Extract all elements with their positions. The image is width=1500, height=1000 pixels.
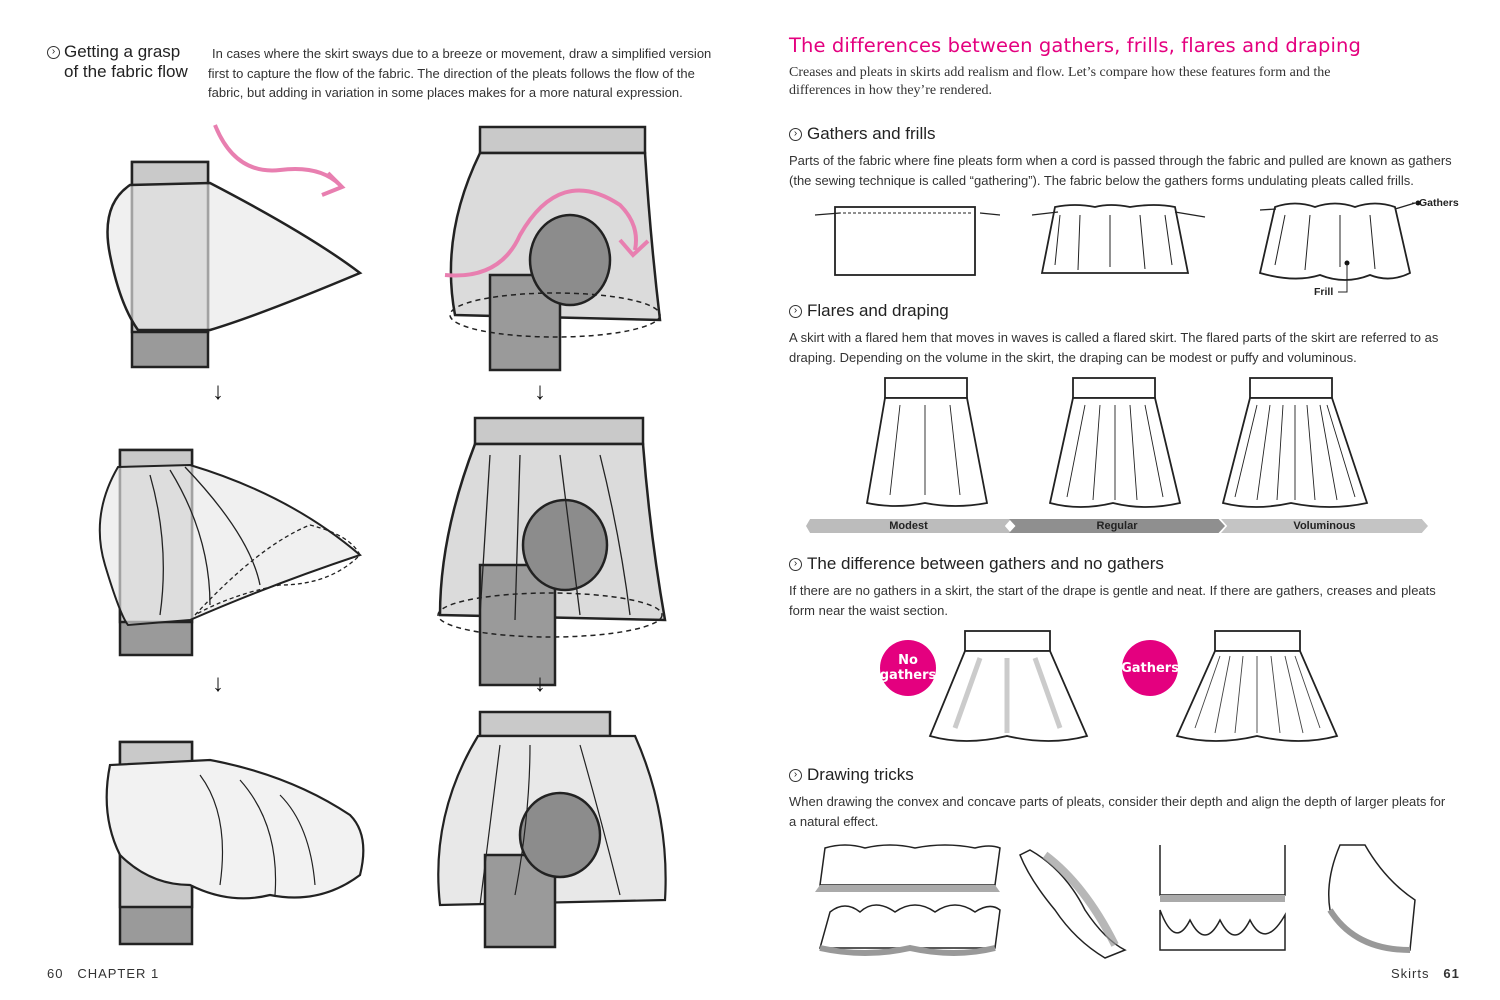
left-intro-line3: fabric, but adding in variation in some … <box>208 85 683 100</box>
tricks-text-line1: When drawing the convex and concave part… <box>789 794 1446 809</box>
down-arrow-icon: ↓ <box>534 378 546 405</box>
flares-text: A skirt with a flared hem that moves in … <box>789 328 1479 367</box>
no-gathers-skirt <box>928 630 1089 742</box>
no-gathers-badge: No gathers <box>880 640 936 696</box>
tricks-heading: › Drawing tricks <box>789 765 914 785</box>
regular-skirt <box>1048 377 1182 508</box>
footer-section-label: Skirts <box>1391 966 1430 981</box>
pleat-curve-example <box>1019 849 1127 959</box>
scale-regular: Regular <box>1009 519 1225 533</box>
left-intro: In cases where the skirt sways due to a … <box>208 44 718 103</box>
right-intro-line2: differences in how they’re rendered. <box>789 83 993 98</box>
voluminous-skirt <box>1221 377 1369 508</box>
flares-heading: › Flares and draping <box>789 301 949 321</box>
left-footer: 60 CHAPTER 1 <box>47 966 159 981</box>
chevron-right-icon: › <box>789 127 802 141</box>
drawing-tricks-diagrams <box>815 844 1416 959</box>
right-intro: Creases and pleats in skirts add realism… <box>789 64 1479 100</box>
side-view-finished <box>105 740 365 946</box>
flares-heading-label: Flares and draping <box>807 301 949 320</box>
left-heading-line2: of the fabric flow <box>64 62 188 81</box>
right-page-number: 61 <box>1443 966 1460 981</box>
down-arrow-icon: ↓ <box>212 378 224 405</box>
left-heading: › Getting a grasp of the fabric flow <box>47 42 188 82</box>
front-view-simplified <box>444 125 662 372</box>
down-arrow-icon: ↓ <box>212 670 224 697</box>
page-title: The differences between gathers, frills,… <box>789 34 1361 57</box>
difference-text-line2: form near the waist section. <box>789 602 948 618</box>
chevron-right-icon: › <box>789 557 802 571</box>
no-gathers-badge-line1: No <box>898 653 918 668</box>
gathers-text-line1: Parts of the fabric where fine pleats fo… <box>789 153 1452 168</box>
tricks-heading-label: Drawing tricks <box>807 765 914 784</box>
pleat-front-example <box>815 844 1001 956</box>
frill-fabric-diagram <box>1258 200 1421 293</box>
gathers-heading-label: Gathers and frills <box>807 124 936 143</box>
difference-text: If there are no gathers in a skirt, the … <box>789 581 1479 620</box>
side-view-pleats <box>98 448 362 657</box>
volume-scale: Modest Regular Voluminous <box>806 519 1428 533</box>
gathers-diagrams <box>814 200 1421 293</box>
chevron-right-icon: › <box>47 45 60 59</box>
left-intro-line1: In cases where the skirt sways due to a … <box>212 46 712 61</box>
gathers-text-line2: (the sewing technique is called “gatheri… <box>789 172 1414 188</box>
tricks-text-line2: a natural effect. <box>789 813 879 829</box>
right-footer: Skirts 61 <box>1391 966 1460 981</box>
flare-skirts <box>865 377 1369 508</box>
chevron-right-icon: › <box>789 304 802 318</box>
difference-text-line1: If there are no gathers in a skirt, the … <box>789 583 1436 598</box>
scale-voluminous: Voluminous <box>1221 519 1428 533</box>
left-intro-line2: first to capture the flow of the fabric.… <box>208 65 695 81</box>
gathers-heading: › Gathers and frills <box>789 124 936 144</box>
flares-text-line1: A skirt with a flared hem that moves in … <box>789 330 1439 345</box>
with-gathers-skirt <box>1175 630 1339 742</box>
chevron-right-icon: › <box>789 768 802 782</box>
scale-modest: Modest <box>806 519 1011 533</box>
front-view-pleats <box>437 416 667 687</box>
side-view-simplified <box>106 124 363 369</box>
gathers-text: Parts of the fabric where fine pleats fo… <box>789 151 1479 190</box>
right-intro-line1: Creases and pleats in skirts add realism… <box>789 65 1331 80</box>
frill-label: Frill <box>1314 286 1334 298</box>
tricks-text: When drawing the convex and concave part… <box>789 792 1479 831</box>
difference-heading-label: The difference between gathers and no ga… <box>807 554 1164 573</box>
left-page-number: 60 <box>47 966 64 981</box>
gathers-badge-label: Gathers <box>1121 660 1179 676</box>
scale-voluminous-label: Voluminous <box>1293 520 1356 532</box>
difference-heading: › The difference between gathers and no … <box>789 554 1164 574</box>
flares-text-line2: draping. Depending on the volume in the … <box>789 349 1357 365</box>
gathers-comparison-skirts <box>928 630 1339 742</box>
gathers-label: Gathers <box>1419 197 1459 209</box>
scale-modest-label: Modest <box>889 520 928 532</box>
chapter-label: CHAPTER 1 <box>77 966 160 981</box>
modest-skirt <box>865 377 989 507</box>
pleat-depth-example <box>1159 845 1286 951</box>
flat-fabric-diagram <box>814 206 1001 276</box>
no-gathers-badge-line2: gathers <box>879 668 937 683</box>
gathers-badge: Gathers <box>1121 640 1179 696</box>
scale-regular-label: Regular <box>1096 520 1138 532</box>
gathered-fabric-diagram <box>1031 204 1206 274</box>
fabric-flow-illustrations <box>98 124 667 949</box>
pleat-side-example <box>1327 844 1416 953</box>
down-arrow-icon: ↓ <box>534 670 546 697</box>
front-view-finished <box>437 710 667 949</box>
left-heading-line1: Getting a grasp <box>64 42 181 61</box>
